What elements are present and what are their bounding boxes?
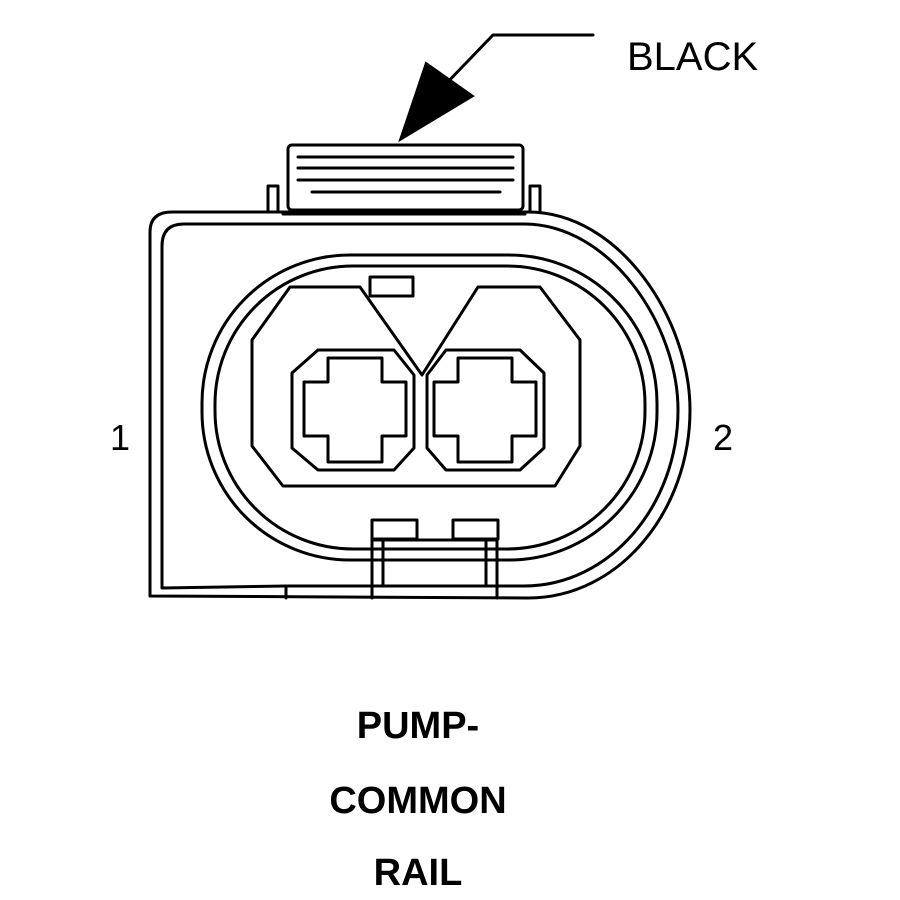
pin-2-label: 2 — [713, 417, 733, 458]
connector-lock-tab — [266, 143, 542, 216]
connector-housing — [148, 210, 692, 600]
callout-arrowhead — [398, 61, 475, 143]
connector-title-line-2: COMMON — [329, 780, 506, 822]
terminal-cavity-outline — [250, 285, 582, 488]
connector-title-line-1: PUMP- — [357, 705, 479, 747]
terminal-2 — [425, 348, 546, 472]
wire-color-label: BLACK — [627, 35, 758, 79]
terminal-1 — [290, 348, 416, 472]
callout-leader — [398, 33, 595, 143]
connector-seal — [200, 253, 659, 562]
pin-1-label: 1 — [110, 417, 130, 458]
connector-title-line-3: RAIL — [374, 852, 463, 894]
connector-keys — [370, 518, 500, 600]
